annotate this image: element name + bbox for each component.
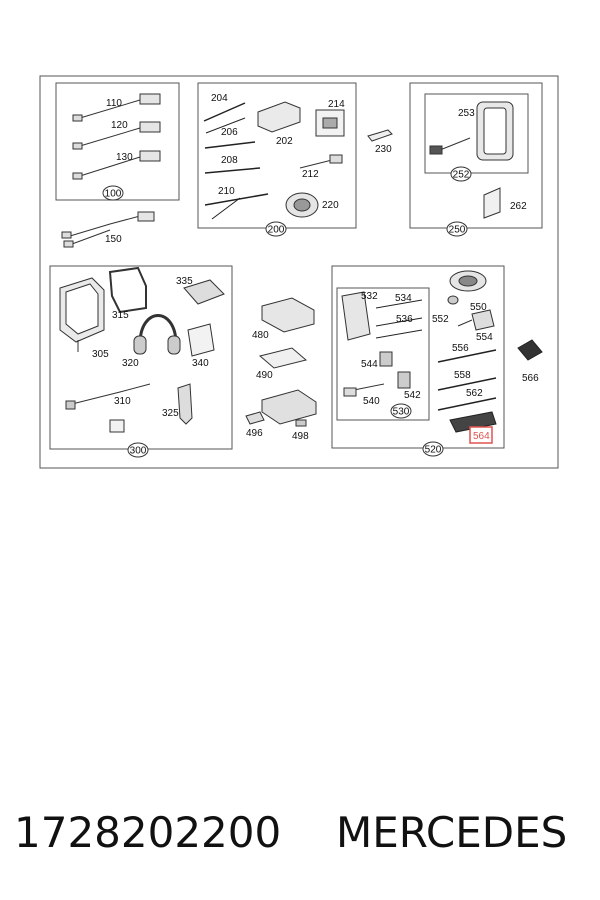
callout-558: 558 [454,370,471,381]
part-566[interactable]: 566 [517,339,543,384]
callout-315: 315 [112,310,129,321]
callout-340: 340 [192,358,209,369]
callout-220: 220 [322,200,339,211]
callout-230: 230 [375,144,392,155]
callout-110: 110 [106,98,122,109]
callout-534: 534 [395,293,412,304]
group-530-badge: 530 [393,407,410,418]
group-250[interactable]: 253 252 262 250 [409,82,543,237]
callout-325: 325 [162,408,179,419]
callout-490: 490 [256,370,273,381]
callout-305: 305 [92,349,109,360]
callout-204: 204 [211,93,228,104]
callout-206: 206 [221,127,238,138]
callout-262: 262 [510,201,527,212]
callout-498: 498 [292,431,309,442]
group-300-badge: 300 [130,446,147,457]
callout-130: 130 [116,152,133,163]
part-498[interactable]: 498 [292,419,309,442]
callout-536: 536 [396,314,413,325]
group-252[interactable]: 253 252 [424,93,529,182]
callout-310: 310 [114,396,131,407]
brand-name: MERCEDES [336,808,568,857]
callout-542: 542 [404,390,421,401]
part-480[interactable]: 480 [252,297,315,341]
group-200[interactable]: 204 206 208 210 202 214 212 220 200 [197,82,357,237]
group-520[interactable]: 532 534 536 544 540 542 530 550 552 554 … [331,265,505,457]
group-252-badge: 252 [453,170,470,181]
group-520-badge: 520 [425,445,442,456]
callout-550: 550 [470,302,487,313]
callout-554: 554 [476,332,493,343]
callout-496: 496 [246,428,263,439]
part-230[interactable]: 230 [367,129,393,155]
callout-566: 566 [522,373,539,384]
callout-544: 544 [361,359,378,370]
part-490[interactable]: 490 [256,347,308,381]
callout-202: 202 [276,136,293,147]
callout-532: 532 [361,291,378,302]
callout-208: 208 [221,155,238,166]
callout-552: 552 [432,314,449,325]
group-300[interactable]: 335 315 305 320 340 310 325 300 [49,265,233,458]
callout-556: 556 [452,343,469,354]
group-100-badge: 100 [105,189,122,200]
callout-210: 210 [218,186,235,197]
group-250-badge: 250 [449,225,466,236]
callout-562: 562 [466,388,483,399]
callout-120: 120 [111,120,128,131]
callout-150: 150 [105,234,122,245]
part-number: 1728202200 [14,808,282,857]
diagram-frame [39,75,559,469]
callout-253: 253 [458,108,475,119]
group-200-badge: 200 [268,225,285,236]
callout-564[interactable]: 564 [473,431,490,442]
group-530[interactable]: 532 534 536 544 540 542 530 [336,287,430,421]
part-496[interactable]: 496 [245,389,317,439]
callout-320: 320 [122,358,139,369]
callout-335: 335 [176,276,193,287]
callout-480: 480 [252,330,269,341]
callout-540: 540 [363,396,380,407]
group-100[interactable]: 110 120 130 100 [55,82,180,201]
callout-214: 214 [328,99,345,110]
part-150[interactable]: 150 [61,211,155,248]
highlight-564 [469,426,493,444]
callout-212: 212 [302,169,319,180]
